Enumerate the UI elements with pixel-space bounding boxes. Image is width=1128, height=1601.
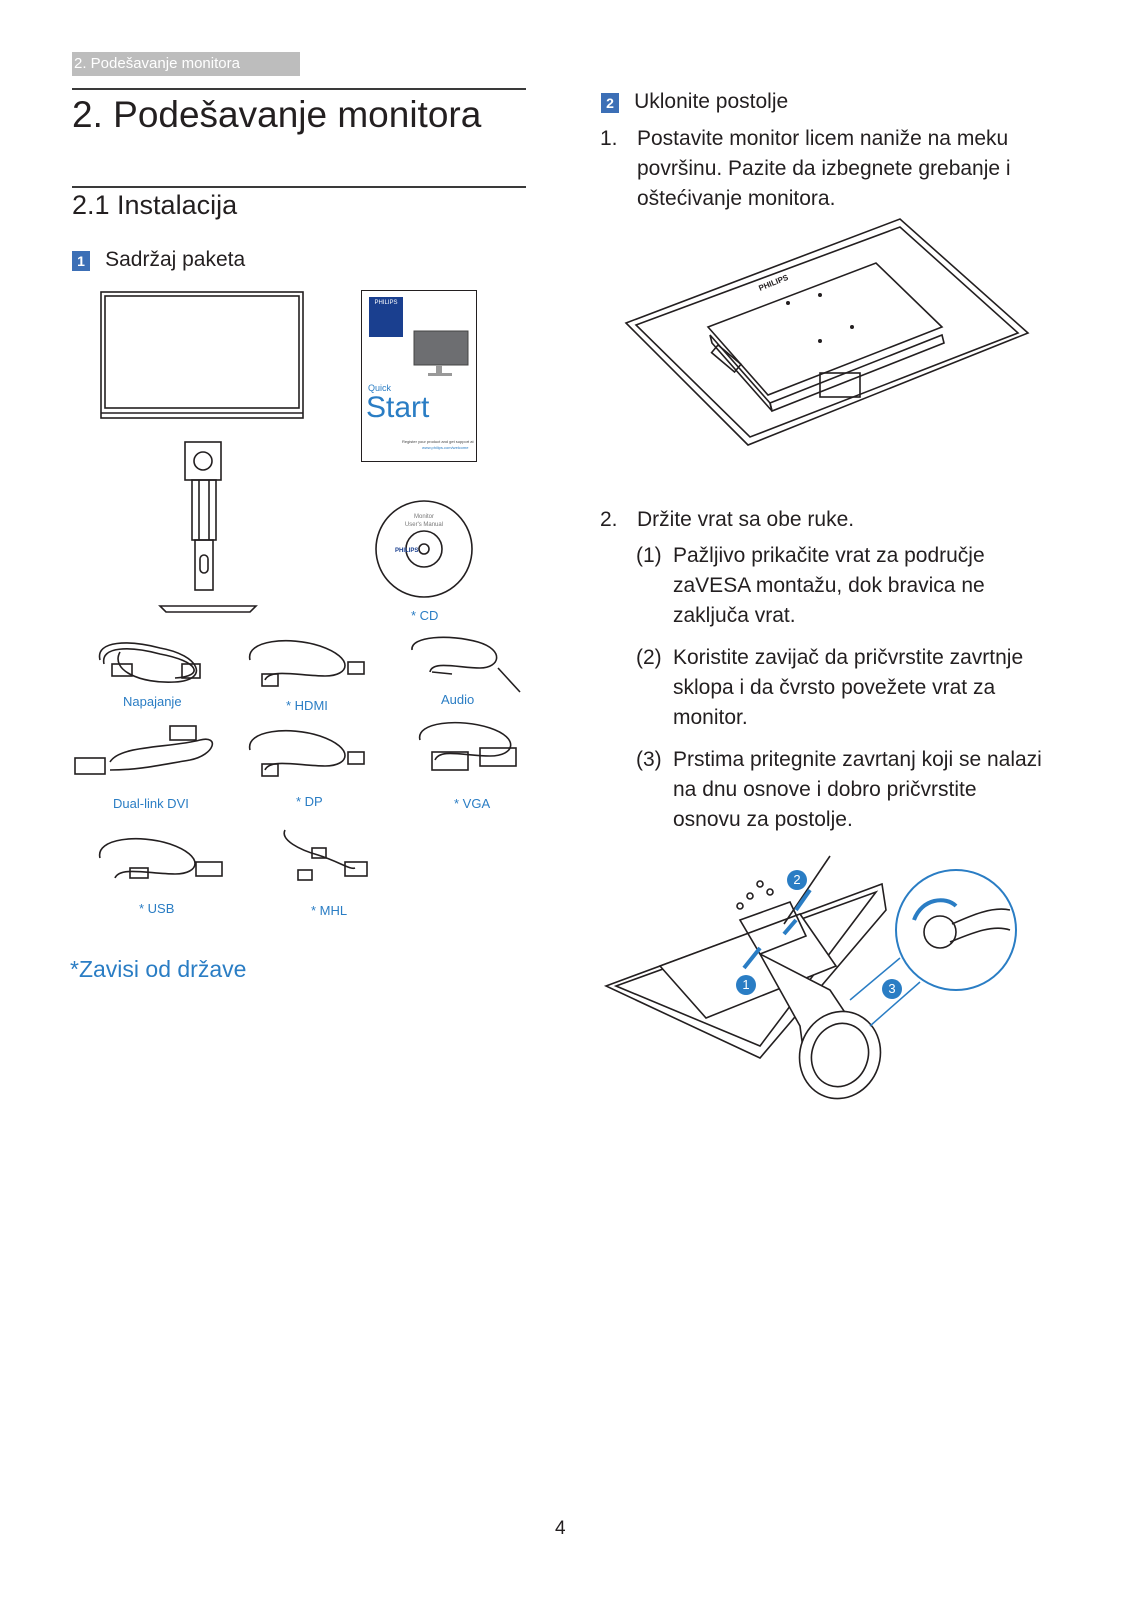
section-title: 2.1 Instalacija [72, 190, 238, 220]
booklet-quick-text: Quick [368, 383, 392, 393]
power-cable-illustration [98, 642, 201, 683]
vga-cable-illustration [419, 721, 517, 771]
label-power: Napajanje [123, 694, 182, 709]
substep-text: Pažljivo prikačite vrat za područje zaVE… [673, 544, 985, 627]
substep-text: Prstima pritegnite zavrtanj koji se nala… [673, 748, 1042, 831]
divider [72, 88, 526, 90]
step-text: Postavite monitor licem naniže na meku p… [637, 127, 1011, 210]
label-dp: * DP [296, 794, 323, 809]
label-hdmi: * HDMI [286, 698, 328, 713]
dvi-cable-illustration [74, 725, 214, 775]
substep-text: Koristite zavijač da pričvrstite zavrtnj… [673, 646, 1024, 729]
step-text: Držite vrat sa obe ruke. [637, 508, 855, 531]
substep-number: (1) [636, 544, 662, 567]
usb-cable-illustration [99, 838, 223, 879]
monitor-front-illustration [100, 291, 304, 419]
chapter-title: 2. Podešavanje monitora [72, 94, 482, 135]
label-mhl: * MHL [311, 903, 348, 918]
step-number: 1. [600, 127, 618, 150]
label-cd: * CD [411, 608, 439, 623]
page-number: 4 [555, 1518, 566, 1539]
cd-label-text: Monitor [414, 514, 434, 520]
quick-start-booklet: PHILIPS Quick Start Register your produc… [361, 290, 477, 462]
cd-label-text: User's Manual [405, 522, 443, 528]
subsection-title: Sadržaj paketa [105, 248, 246, 271]
booklet-small-link: www.philips.com/welcome [422, 445, 469, 450]
subsection-package: 1 Sadržaj paketa [72, 248, 245, 272]
booklet-start-text: Start [366, 391, 430, 424]
booklet-monitor-image [413, 330, 469, 376]
divider [72, 186, 526, 188]
cd-brand-text: PHILIPS [395, 548, 418, 554]
subsection-number-badge: 2 [601, 93, 619, 113]
label-audio: Audio [441, 692, 475, 707]
booklet-brand: PHILIPS [374, 300, 398, 306]
booklet-brand-block: PHILIPS [369, 297, 403, 337]
audio-cable-illustration [411, 636, 521, 693]
mhl-cable-illustration [283, 829, 368, 881]
stand-attach-illustration [603, 855, 1017, 1100]
callout-badge: 2 [787, 870, 807, 890]
stand-illustration [158, 441, 258, 613]
callout-badge: 3 [882, 979, 902, 999]
booklet-small-text: Register your product and get support at [402, 439, 474, 444]
cd-disc-illustration: Monitor User's Manual PHILIPS [375, 500, 473, 598]
label-usb: * USB [139, 901, 175, 916]
subsection-remove-stand: 2 Uklonite postolje [601, 90, 788, 114]
substep-number: (2) [636, 646, 662, 669]
label-vga: * VGA [454, 796, 491, 811]
substep-number: (3) [636, 748, 662, 771]
country-note: *Zavisi od države [70, 956, 247, 982]
monitor-back-illustration: PHILIPS [624, 218, 1030, 446]
package-contents-illustration: Monitor User's Manual PHILIPS [74, 291, 521, 881]
label-dvi: Dual-link DVI [113, 796, 189, 811]
breadcrumb: 2. Podešavanje monitora [72, 52, 300, 76]
step-number: 2. [600, 508, 618, 531]
hdmi-cable-illustration [249, 640, 365, 687]
subsection-title: Uklonite postolje [634, 90, 789, 113]
subsection-number-badge: 1 [72, 251, 90, 271]
dp-cable-illustration [249, 730, 365, 777]
callout-badge: 1 [736, 975, 756, 995]
